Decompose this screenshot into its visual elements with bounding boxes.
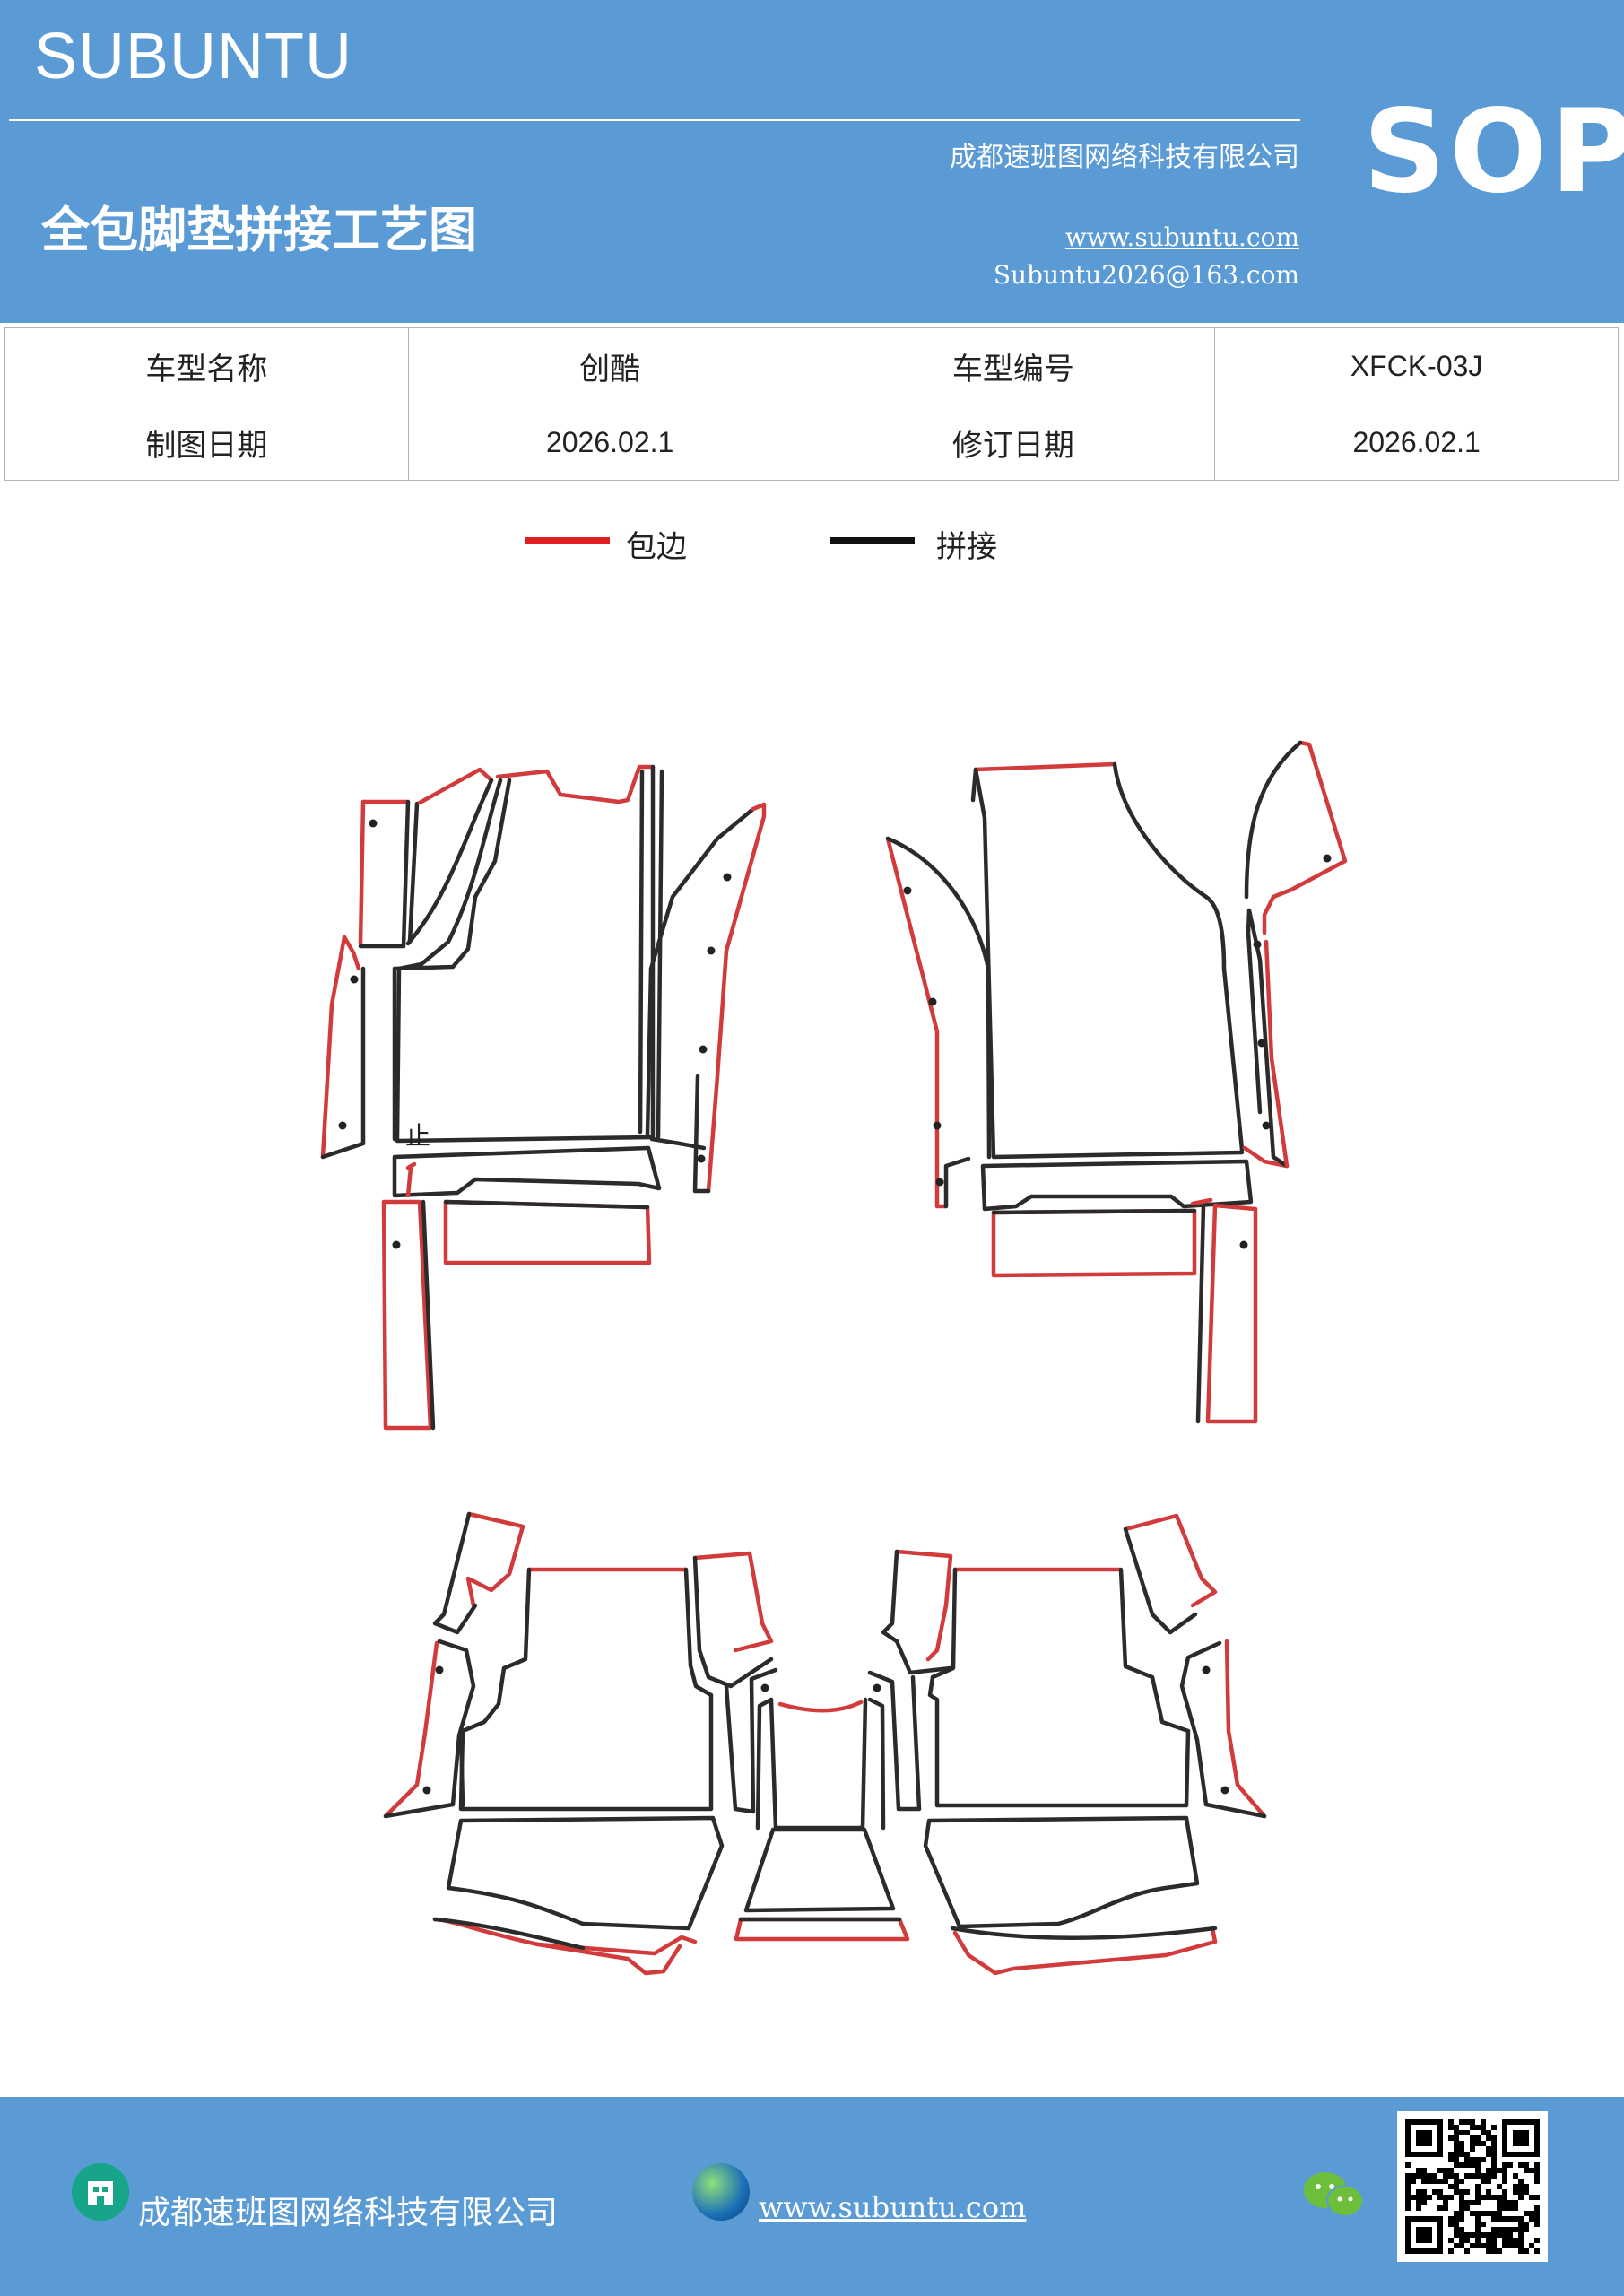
qr-code bbox=[1397, 2111, 1548, 2262]
wechat-icon bbox=[1302, 2169, 1367, 2221]
legend-label-seam: 拼接 bbox=[936, 529, 997, 565]
floor-mat-diagram: 止 bbox=[320, 740, 1348, 1976]
header-divider bbox=[9, 119, 1300, 121]
label-revise-date: 修订日期 bbox=[811, 404, 1216, 481]
legend-swatch-edge bbox=[525, 537, 610, 544]
value-revise-date: 2026.02.1 bbox=[1214, 404, 1619, 481]
header-banner: SUBUNTU 成都速班图网络科技有限公司 全包脚垫拼接工艺图 www.subu… bbox=[0, 0, 1624, 323]
legend-label-edge: 包边 bbox=[626, 529, 687, 565]
front-left-mat-group bbox=[320, 764, 767, 1431]
document-title: 全包脚垫拼接工艺图 bbox=[41, 201, 477, 258]
label-draw-date: 制图日期 bbox=[4, 404, 409, 481]
front-right-mat-group bbox=[885, 740, 1348, 1424]
website-link[interactable]: www.subuntu.com bbox=[1064, 222, 1299, 252]
value-model-code: XFCK-03J bbox=[1214, 327, 1619, 404]
sop-badge: SOP bbox=[1363, 85, 1624, 219]
building-icon bbox=[72, 2163, 129, 2221]
footer-company-name: 成都速班图网络科技有限公司 bbox=[138, 2195, 559, 2231]
globe-icon bbox=[692, 2163, 750, 2221]
brand-logo-text: SUBUNTU bbox=[34, 21, 353, 92]
table-row: 制图日期 2026.02.1 修订日期 2026.02.1 bbox=[4, 404, 1619, 481]
company-name: 成都速班图网络科技有限公司 bbox=[950, 142, 1299, 173]
legend-swatch-seam bbox=[830, 537, 915, 544]
value-draw-date: 2026.02.1 bbox=[407, 404, 812, 481]
label-model-name: 车型名称 bbox=[4, 327, 409, 404]
rear-mat-group bbox=[383, 1511, 1267, 1976]
footer-banner: 成都速班图网络科技有限公司 www.subuntu.com bbox=[0, 2097, 1624, 2296]
fastener-dots bbox=[338, 819, 1332, 1795]
footer-website-link[interactable]: www.subuntu.com bbox=[759, 2190, 1027, 2224]
label-model-code: 车型编号 bbox=[811, 327, 1216, 404]
vehicle-info-table: 车型名称 创酷 车型编号 XFCK-03J 制图日期 2026.02.1 修订日… bbox=[4, 327, 1619, 481]
stop-mark: 止 bbox=[405, 1121, 430, 1151]
legend: 包边 拼接 bbox=[0, 520, 1624, 574]
table-row: 车型名称 创酷 车型编号 XFCK-03J bbox=[4, 327, 1619, 404]
email-address: Subuntu2026@163.com bbox=[993, 260, 1299, 290]
value-model-name: 创酷 bbox=[407, 327, 812, 404]
